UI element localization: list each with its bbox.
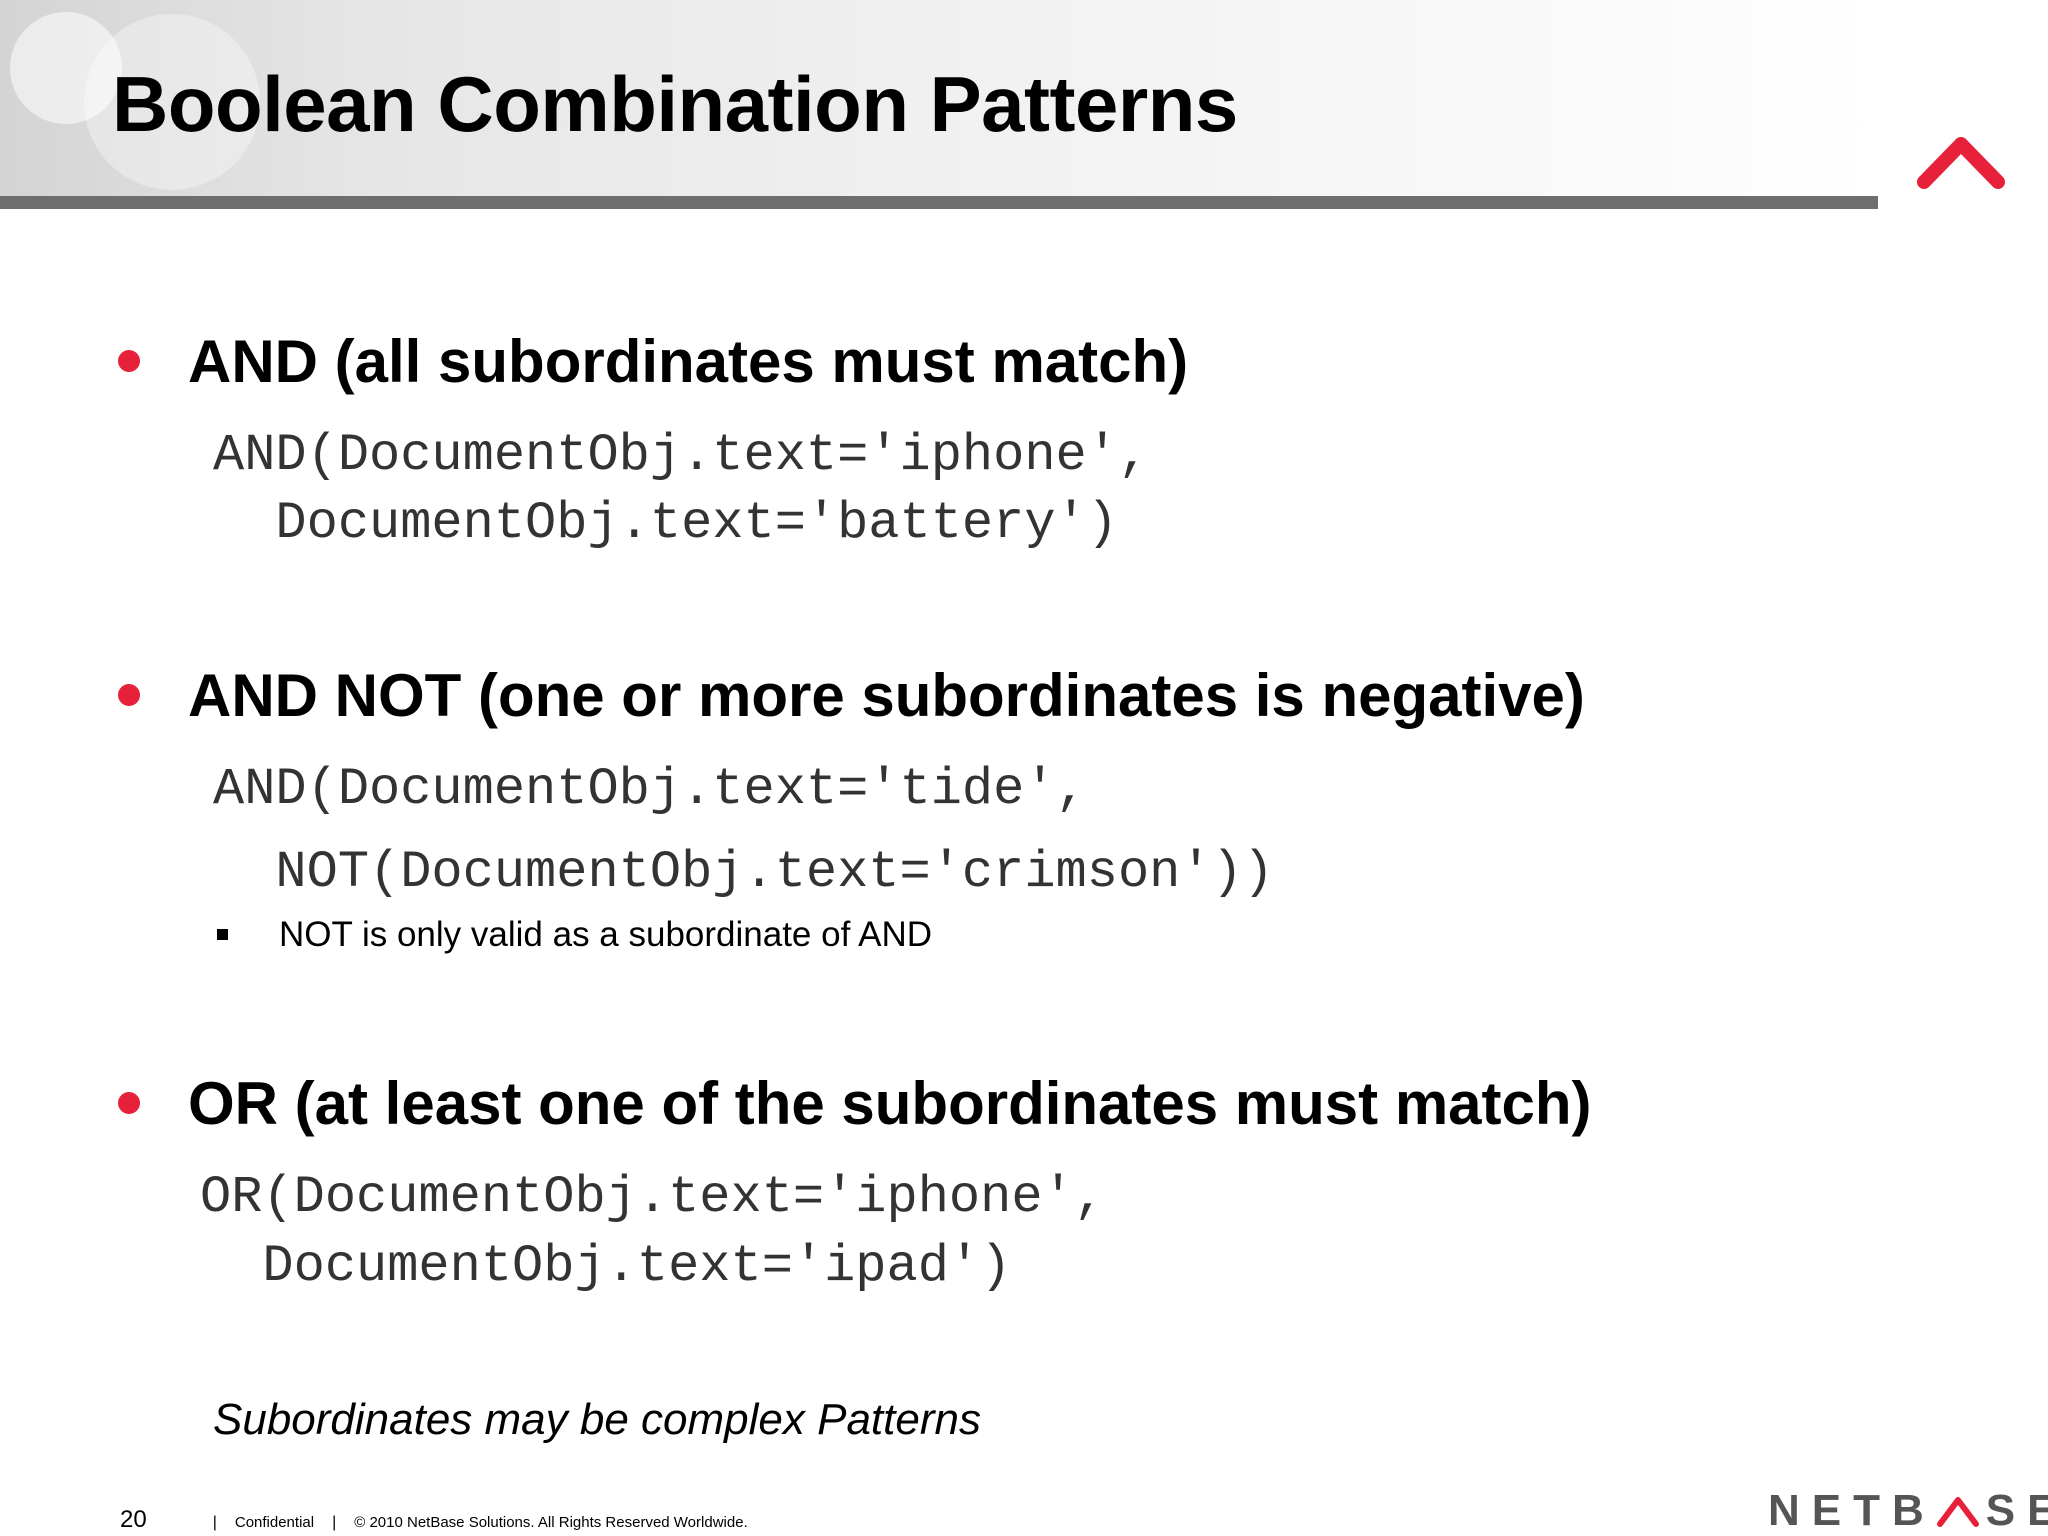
code-line: DocumentObj.text='battery')	[213, 494, 1118, 553]
complex-patterns-note: Subordinates may be complex Patterns	[213, 1395, 981, 1444]
footer-separator: |	[332, 1514, 337, 1531]
caret-up-logo-icon	[1917, 137, 2005, 189]
section-heading-or: OR (at least one of the subordinates mus…	[188, 1070, 1592, 1137]
caret-up-logo-icon	[1936, 1497, 1979, 1527]
slide-footer: 20 | Confidential | © 2010 NetBase Solut…	[120, 1506, 748, 1534]
copyright-text: © 2010 NetBase Solutions. All Rights Res…	[354, 1514, 748, 1531]
subnote-not-validity: NOT is only valid as a subordinate of AN…	[279, 915, 933, 954]
decorative-circle	[84, 14, 260, 190]
code-line: AND(DocumentObj.text='tide',	[213, 760, 1087, 819]
section-heading-and-not: AND NOT (one or more subordinates is neg…	[188, 662, 1585, 729]
slide-title: Boolean Combination Patterns	[112, 60, 1238, 148]
brand-text-suffix: SE	[1985, 1486, 2048, 1535]
red-bullet-icon	[118, 684, 140, 706]
code-line: OR(DocumentObj.text='iphone',	[200, 1168, 1105, 1227]
section-heading-and: AND (all subordinates must match)	[188, 328, 1189, 395]
square-bullet-icon	[217, 929, 228, 940]
title-band	[0, 0, 1878, 196]
page-number: 20	[120, 1506, 147, 1533]
red-bullet-icon	[118, 1092, 140, 1114]
red-bullet-icon	[118, 350, 140, 372]
title-rule	[0, 196, 1878, 209]
footer-separator: |	[212, 1514, 217, 1531]
code-line: AND(DocumentObj.text='iphone',	[213, 426, 1150, 485]
code-line: DocumentObj.text='ipad')	[200, 1237, 1012, 1296]
brand-text-prefix: NETB	[1768, 1486, 1936, 1535]
netbase-logo: NETB SE	[1768, 1486, 2048, 1536]
confidential-label: Confidential	[234, 1514, 315, 1531]
decorative-circle	[10, 12, 122, 124]
code-line: NOT(DocumentObj.text='crimson'))	[213, 843, 1274, 902]
